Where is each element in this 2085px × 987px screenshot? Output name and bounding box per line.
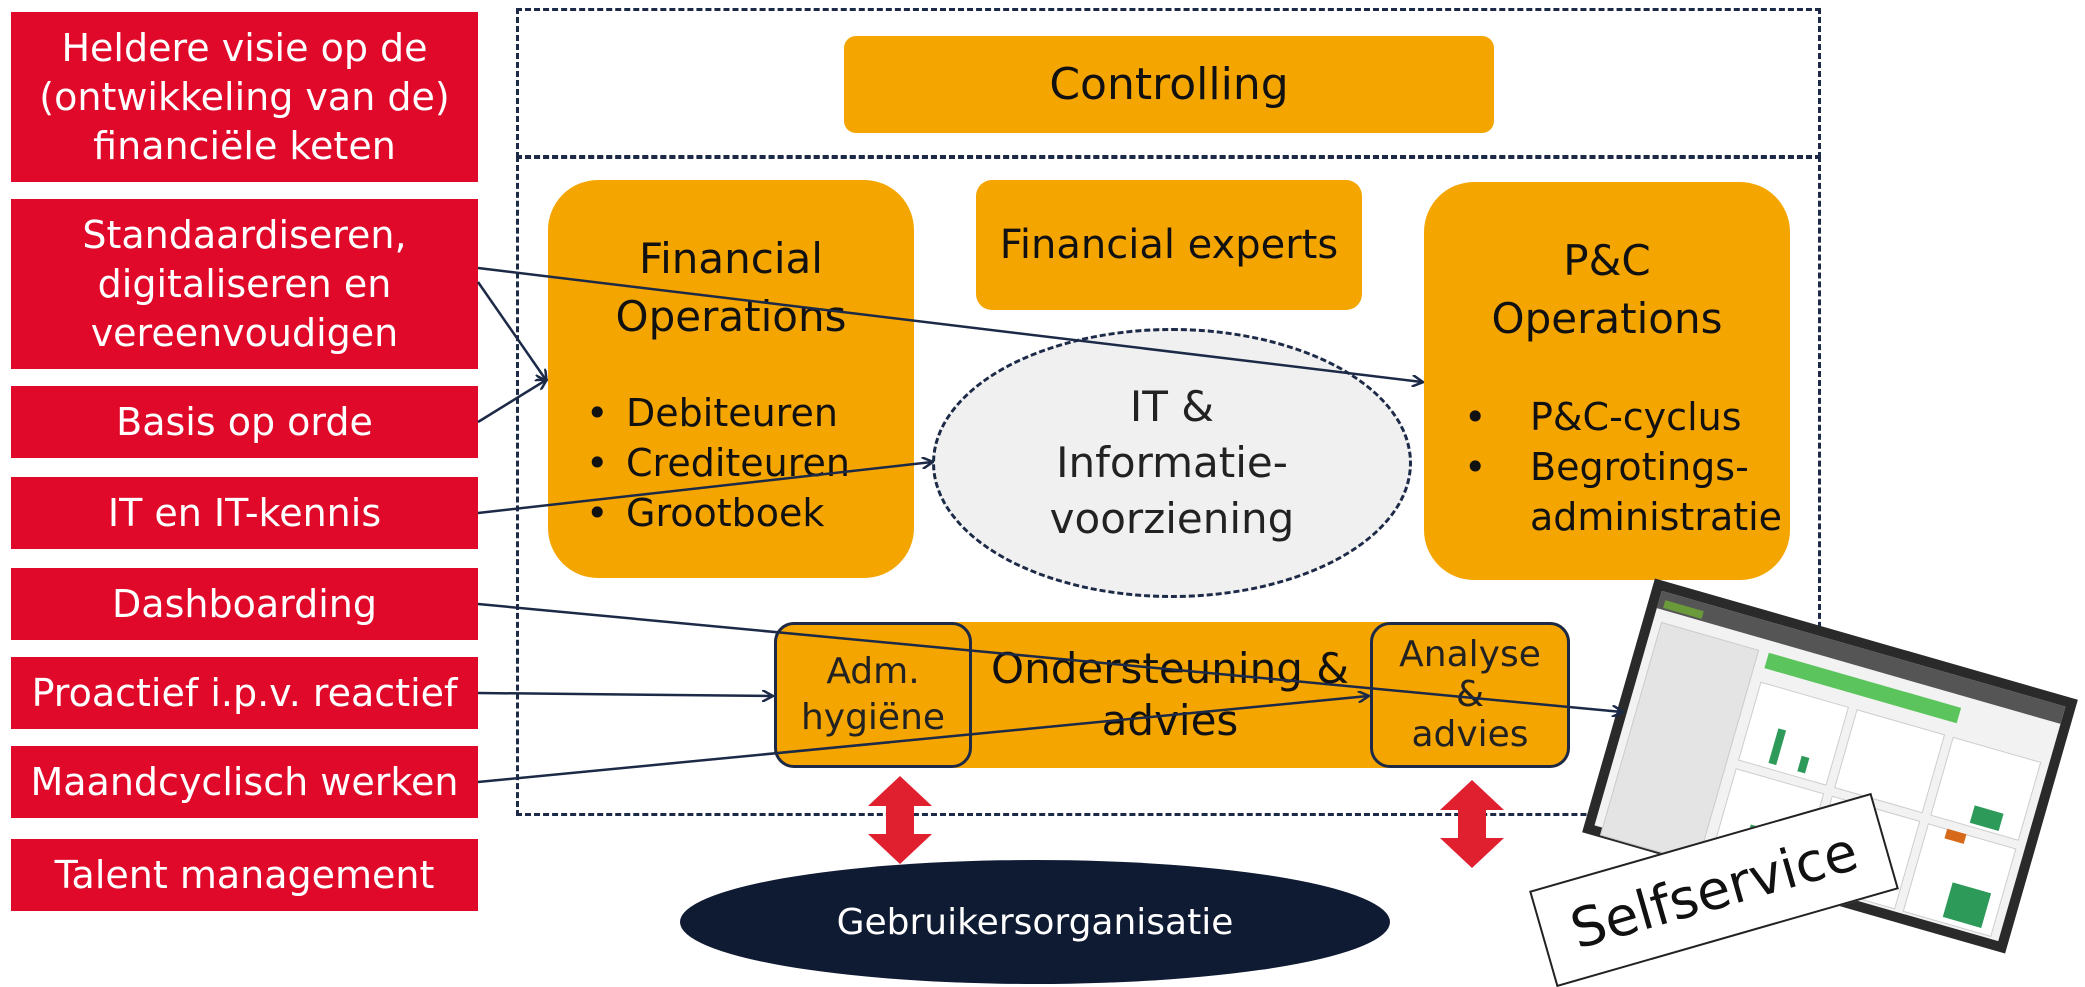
pc-operations-box: P&C Operations P&C-cyclus Begrotings- ad…	[1424, 182, 1790, 580]
adm-hygiene-label: Adm. hygiëne	[800, 651, 946, 738]
goal-talent: Talent management	[11, 839, 478, 911]
goal-vision: Heldere visie op de (ontwikkeling van de…	[11, 12, 478, 182]
list-item: Begrotings- administratie	[1464, 442, 1782, 542]
gebruikersorganisatie-label: Gebruikersorganisatie	[836, 901, 1234, 943]
analyse-advies-label: Analyse & advies	[1399, 634, 1541, 755]
goal-dashboarding: Dashboarding	[11, 568, 478, 640]
it-informatievoorziening-ellipse: IT & Informatie- voorziening	[932, 328, 1412, 598]
selfservice-label: Selfservice	[1563, 819, 1865, 961]
controlling-label: Controlling	[1049, 59, 1289, 110]
goal-monthly: Maandcyclisch werken	[11, 746, 478, 818]
financial-operations-box: Financial Operations Debiteuren Crediteu…	[548, 180, 914, 578]
it-informatievoorziening-label: IT & Informatie- voorziening	[1049, 382, 1295, 543]
gebruikersorganisatie-ellipse: Gebruikersorganisatie	[680, 860, 1390, 984]
adm-hygiene-box: Adm. hygiëne	[774, 622, 972, 768]
analyse-advies-box: Analyse & advies	[1370, 622, 1570, 768]
financial-experts-label: Financial experts	[999, 222, 1339, 268]
financial-operations-title: Financial Operations	[615, 234, 847, 341]
list-item: P&C-cyclus	[1464, 392, 1782, 442]
financial-experts-box: Financial experts	[976, 180, 1362, 310]
financial-operations-list: Debiteuren Crediteuren Grootboek	[586, 388, 850, 538]
goal-standardise: Standaardiseren, digitaliseren en vereen…	[11, 199, 478, 369]
ondersteuning-label: Ondersteuning & advies	[991, 644, 1349, 745]
goal-it: IT en IT-kennis	[11, 477, 478, 549]
controlling-box: Controlling	[844, 36, 1494, 133]
list-item: Crediteuren	[586, 438, 850, 488]
list-item: Grootboek	[586, 488, 850, 538]
goal-basis: Basis op orde	[11, 386, 478, 458]
pc-operations-title: P&C Operations	[1491, 236, 1723, 343]
list-item: Debiteuren	[586, 388, 850, 438]
goal-proactive: Proactief i.p.v. reactief	[11, 657, 478, 729]
pc-operations-list: P&C-cyclus Begrotings- administratie	[1464, 392, 1782, 542]
